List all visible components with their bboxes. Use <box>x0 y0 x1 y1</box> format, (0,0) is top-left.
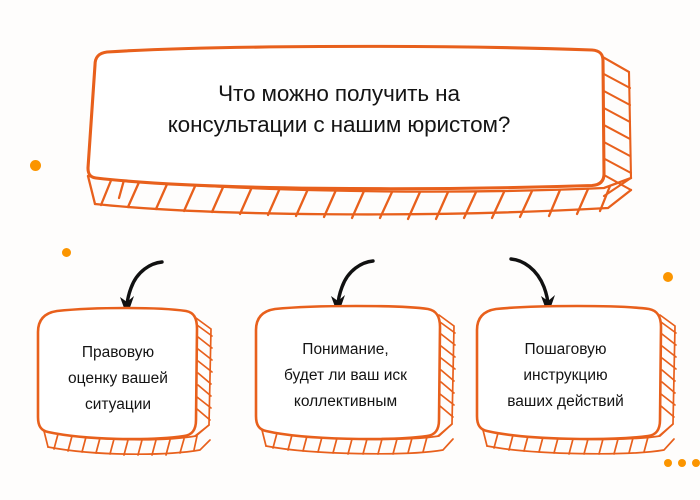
dot-bottom-2 <box>678 459 686 467</box>
arrow-to-card-1 <box>120 260 164 316</box>
card-1-bottom-strip <box>43 424 211 456</box>
card-label-1: Правовую оценку вашей ситуации <box>68 344 168 413</box>
card-1-right-panel <box>194 317 213 437</box>
card-label-3: Пошаговую инструкцию ваших действий <box>507 341 624 410</box>
dot-right-upper <box>663 272 673 282</box>
banner-outline <box>86 44 606 191</box>
card-3-outline <box>475 304 663 441</box>
card-2-right-panel <box>437 314 456 437</box>
card-1-outline <box>36 306 199 441</box>
card-shape-1[interactable] <box>36 306 213 456</box>
banner-shape <box>86 44 633 221</box>
dot-bottom-3 <box>692 459 700 467</box>
dot-left-lower <box>62 248 71 257</box>
card-shape-3[interactable] <box>475 304 677 455</box>
dot-bottom-1 <box>664 459 672 467</box>
card-2-outline <box>254 304 442 441</box>
banner-bottom-strip <box>86 174 633 221</box>
card-label-2: Понимание, будет ли ваш иск коллективным <box>284 341 407 410</box>
page-title: Что можно получить на консультации с наш… <box>167 81 511 137</box>
dot-left-upper <box>30 160 41 171</box>
card-shape-2[interactable] <box>254 304 456 455</box>
